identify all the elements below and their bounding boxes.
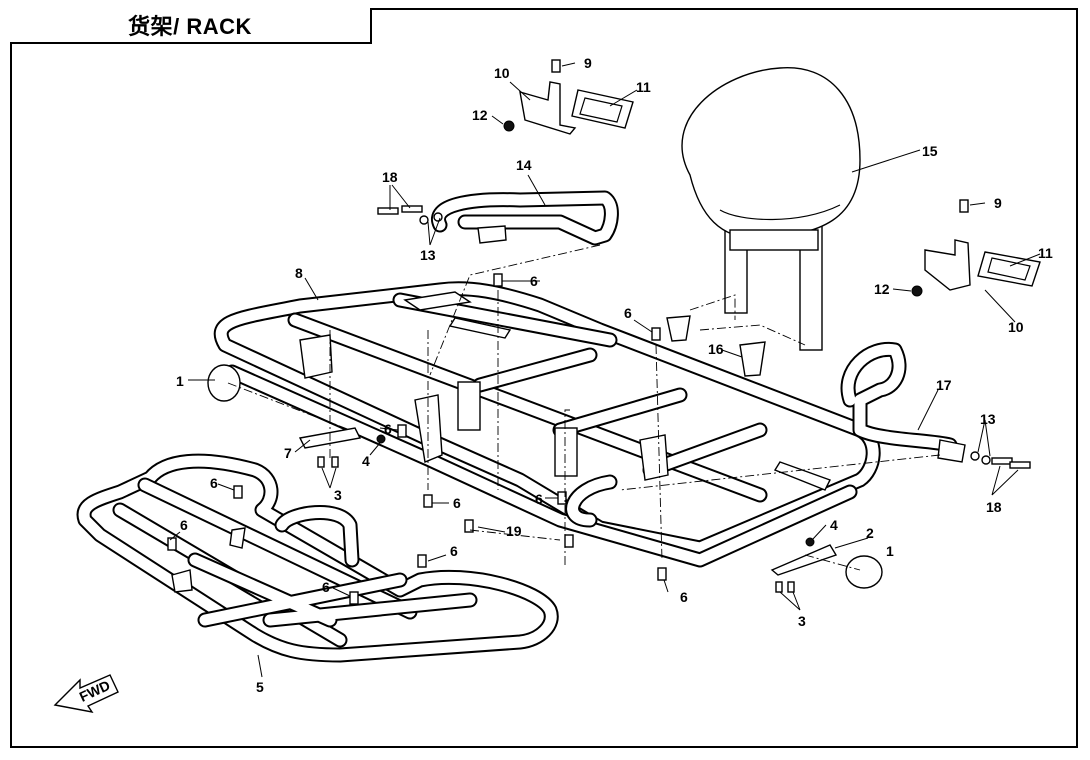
callout-4: 4 [362,453,370,469]
callout-3: 3 [798,613,806,629]
callout-1: 1 [886,543,894,559]
callout-6: 6 [180,517,188,533]
reflector-bracket-right [911,199,1041,297]
reflector-discs [207,364,883,589]
page-title: 货架/ RACK [128,14,252,39]
callout-6: 6 [322,579,330,595]
callout-2: 2 [866,525,874,541]
callout-8: 8 [295,265,303,281]
callout-6: 6 [680,589,688,605]
grab-handle-14 [431,190,619,246]
callout-13: 13 [420,247,436,263]
callout-10: 10 [1008,319,1024,335]
callout-18: 18 [986,499,1002,515]
callout-9: 9 [994,195,1002,211]
callout-16: 16 [708,341,724,357]
grommets-16 [666,315,766,377]
leader-lines [169,62,1041,678]
callout-6: 6 [384,421,392,437]
fwd-arrow-icon: FWD [53,674,119,713]
callout-19: 19 [506,523,522,539]
callout-6: 6 [624,305,632,321]
callout-6: 6 [530,273,538,289]
callout-3: 3 [334,487,342,503]
callout-numbers: 1 1 2 3 3 4 4 5 6 6 6 6 6 6 6 6 6 6 7 8 … [176,55,1053,695]
callout-12: 12 [472,107,488,123]
callout-12: 12 [874,281,890,297]
callout-15: 15 [922,143,938,159]
title-box: 货架/ RACK [10,8,372,44]
callout-14: 14 [516,157,532,173]
grab-handle-17 [840,341,966,463]
callout-6: 6 [535,491,543,507]
callout-11: 11 [1038,245,1053,261]
callout-17: 17 [936,377,952,393]
callout-18: 18 [382,169,398,185]
callout-6: 6 [450,543,458,559]
callout-5: 5 [256,679,264,695]
callout-4: 4 [830,517,838,533]
callout-13: 13 [980,411,996,427]
reflector-bracket-left [503,59,634,135]
callout-6: 6 [453,495,461,511]
bolts [167,205,1031,605]
callout-1: 1 [176,373,184,389]
callout-9: 9 [584,55,592,71]
front-rack-frame [76,453,559,663]
callout-10: 10 [494,65,510,81]
callout-11: 11 [636,79,651,95]
backrest-pad [681,67,861,351]
callout-7: 7 [284,445,292,461]
assembly-lines [227,244,941,571]
callout-6: 6 [210,475,218,491]
